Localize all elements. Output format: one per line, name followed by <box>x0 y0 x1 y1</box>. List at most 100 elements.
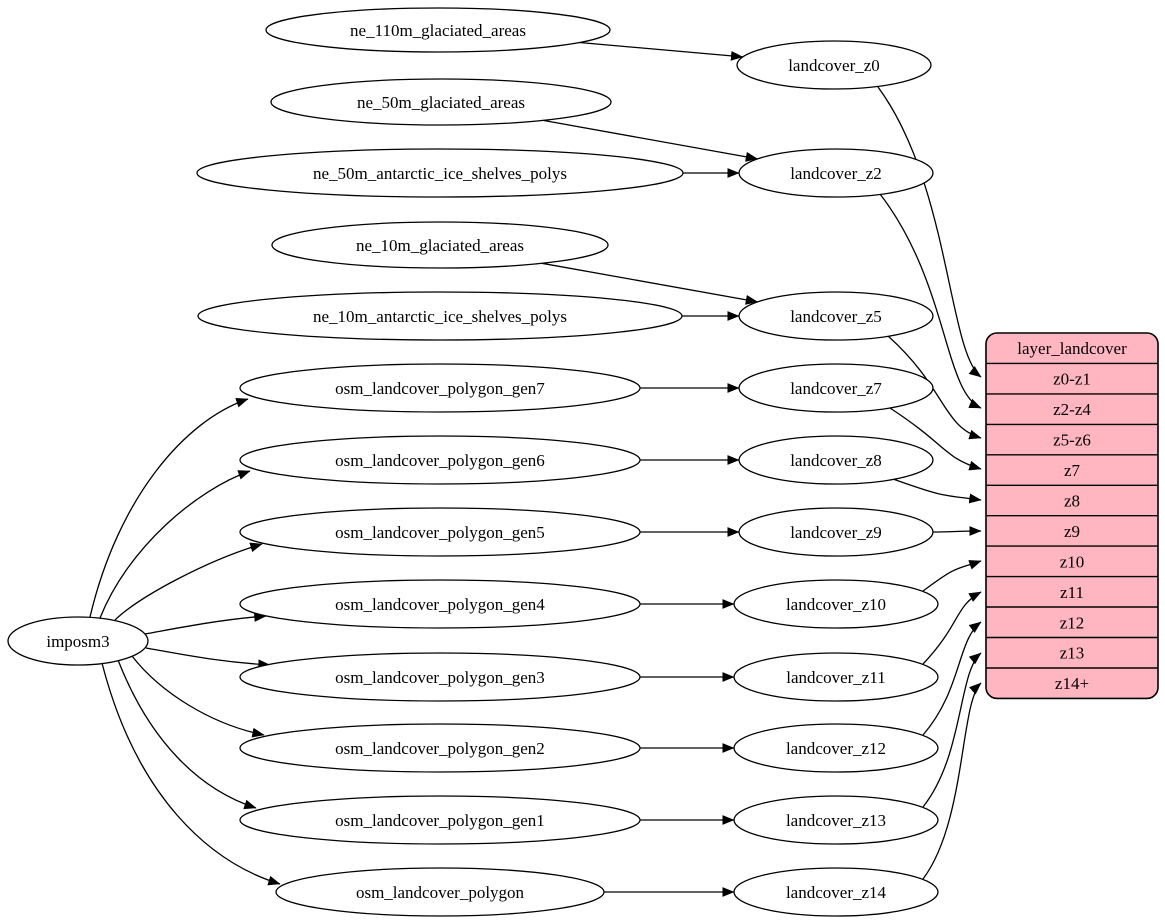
edge-imposm3-to-osm_landcover_polygon <box>101 662 281 886</box>
edge-ne_110m_glaciated_areas-to-landcover_z0 <box>579 41 744 61</box>
node-landcover-z0: landcover_z0 <box>736 40 932 90</box>
node-landcover-z11: landcover_z11 <box>733 652 939 702</box>
node-label: landcover_z0 <box>788 56 880 75</box>
node-label: landcover_z5 <box>790 307 882 326</box>
record-row-label: z12 <box>1060 613 1085 632</box>
record-row-label: z11 <box>1060 583 1084 602</box>
node-ellipse <box>738 148 934 198</box>
node-label: landcover_z12 <box>786 739 886 758</box>
node-label: landcover_z2 <box>790 164 882 183</box>
node-osm-landcover-polygon: osm_landcover_polygon <box>275 867 605 917</box>
node-label: osm_landcover_polygon_gen4 <box>335 595 545 614</box>
record-row-label: z2-z4 <box>1053 400 1091 419</box>
node-label: landcover_z13 <box>786 811 886 830</box>
record-row-label: z9 <box>1064 522 1080 541</box>
node-ellipse <box>733 652 939 702</box>
edge-landcover_z0-to-layer_landcover-z0-z1 <box>877 86 982 378</box>
node-ellipse <box>738 507 934 557</box>
node-osm-landcover-polygon-gen4: osm_landcover_polygon_gen4 <box>239 579 641 629</box>
node-label: osm_landcover_polygon_gen5 <box>335 523 545 542</box>
node-landcover-z9: landcover_z9 <box>738 507 934 557</box>
node-label: ne_50m_antarctic_ice_shelves_polys <box>313 164 567 183</box>
edge-landcover_z11-to-layer_landcover-z11 <box>922 591 982 665</box>
node-ne-10m-antarctic-ice-shelves-polys: ne_10m_antarctic_ice_shelves_polys <box>197 291 683 341</box>
edge-imposm3-to-osm_landcover_polygon_gen2 <box>131 655 265 738</box>
node-osm-landcover-polygon-gen5: osm_landcover_polygon_gen5 <box>239 507 641 557</box>
edge-imposm3-to-osm_landcover_polygon_gen7 <box>89 398 249 618</box>
edge-landcover_z9-to-layer_landcover-z9 <box>932 526 982 536</box>
node-ellipse <box>738 435 934 485</box>
node-label: osm_landcover_polygon_gen6 <box>335 451 545 470</box>
node-ellipse <box>239 579 641 629</box>
node-label: ne_110m_glaciated_areas <box>350 21 526 40</box>
node-ellipse <box>275 867 605 917</box>
node-landcover-z14: landcover_z14 <box>733 867 939 917</box>
node-label: osm_landcover_polygon_gen2 <box>335 739 545 758</box>
node-landcover-z13: landcover_z13 <box>733 795 939 845</box>
node-label: osm_landcover_polygon_gen1 <box>335 811 545 830</box>
node-ellipse <box>738 363 934 413</box>
node-ellipse <box>197 291 683 341</box>
node-ellipse <box>733 795 939 845</box>
record-row-label: z5-z6 <box>1053 431 1091 450</box>
node-imposm3: imposm3 <box>7 616 149 666</box>
edge-imposm3-to-osm_landcover_polygon_gen6 <box>99 470 251 619</box>
node-label: landcover_z11 <box>786 668 885 687</box>
node-osm-landcover-polygon-gen1: osm_landcover_polygon_gen1 <box>239 795 641 845</box>
node-landcover-z7: landcover_z7 <box>738 363 934 413</box>
node-ellipse <box>196 148 684 198</box>
node-ellipse <box>733 723 939 773</box>
node-label: ne_10m_glaciated_areas <box>356 236 524 255</box>
record-row-label: z13 <box>1060 644 1085 663</box>
node-ellipse <box>7 616 149 666</box>
node-label: landcover_z9 <box>790 523 882 542</box>
edge-landcover_z8-to-layer_landcover-z8 <box>892 478 982 504</box>
node-osm-landcover-polygon-gen3: osm_landcover_polygon_gen3 <box>239 652 641 702</box>
record-row-label: z8 <box>1064 492 1080 511</box>
node-ellipse <box>239 435 641 485</box>
edge-landcover_z10-to-layer_landcover-z10 <box>922 560 982 592</box>
node-ellipse <box>239 723 641 773</box>
node-label: landcover_z14 <box>786 883 887 902</box>
node-ellipse <box>738 291 934 341</box>
record-title: layer_landcover <box>1017 339 1127 358</box>
edge-landcover_z12-to-layer_landcover-z12 <box>922 621 982 736</box>
edge-imposm3-to-osm_landcover_polygon_gen4 <box>144 611 267 635</box>
edge-landcover_z14-to-layer_landcover-z14+ <box>922 682 982 880</box>
edge-imposm3-to-osm_landcover_polygon_gen3 <box>145 647 271 670</box>
node-label: landcover_z8 <box>790 451 882 470</box>
edge-ne_10m_glaciated_areas-to-landcover_z5 <box>541 262 759 305</box>
node-osm-landcover-polygon-gen6: osm_landcover_polygon_gen6 <box>239 435 641 485</box>
record-row-label: z7 <box>1064 461 1081 480</box>
node-landcover-z10: landcover_z10 <box>733 579 939 629</box>
node-landcover-z8: landcover_z8 <box>738 435 934 485</box>
node-ellipse <box>736 40 932 90</box>
node-ellipse <box>271 221 609 269</box>
edge-landcover_z13-to-layer_landcover-z13 <box>922 652 982 808</box>
edge-imposm3-to-osm_landcover_polygon_gen1 <box>117 659 257 810</box>
node-landcover-z5: landcover_z5 <box>738 291 934 341</box>
edge-imposm3-to-osm_landcover_polygon_gen5 <box>114 542 263 621</box>
node-label: landcover_z10 <box>786 595 886 614</box>
node-label: osm_landcover_polygon_gen3 <box>335 668 545 687</box>
record-row-label: z14+ <box>1055 674 1089 693</box>
node-osm-landcover-polygon-gen2: osm_landcover_polygon_gen2 <box>239 723 641 773</box>
node-ellipse <box>239 507 641 557</box>
node-ne-110m-glaciated-areas: ne_110m_glaciated_areas <box>265 7 611 53</box>
node-layer-landcover-record: layer_landcoverz0-z1z2-z4z5-z6z7z8z9z10z… <box>985 332 1159 700</box>
node-ellipse <box>239 652 641 702</box>
node-ne-50m-antarctic-ice-shelves-polys: ne_50m_antarctic_ice_shelves_polys <box>196 148 684 198</box>
record-row-label: z10 <box>1060 552 1085 571</box>
node-label: ne_50m_glaciated_areas <box>357 93 525 112</box>
node-ne-50m-glaciated-areas: ne_50m_glaciated_areas <box>270 78 612 126</box>
node-ne-10m-glaciated-areas: ne_10m_glaciated_areas <box>271 221 609 269</box>
node-ellipse <box>270 78 612 126</box>
edge-landcover_z2-to-layer_landcover-z2-z4 <box>879 193 982 409</box>
node-label: ne_10m_antarctic_ice_shelves_polys <box>313 307 567 326</box>
node-osm-landcover-polygon-gen7: osm_landcover_polygon_gen7 <box>239 363 641 413</box>
node-ellipse <box>733 867 939 917</box>
node-ellipse <box>239 795 641 845</box>
node-landcover-z12: landcover_z12 <box>733 723 939 773</box>
